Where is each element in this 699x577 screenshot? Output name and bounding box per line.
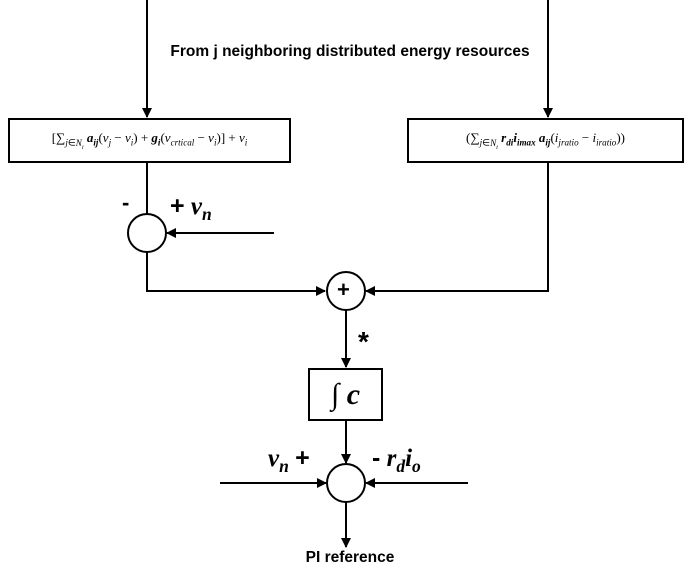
right-block-formula: (∑j∈Ni rdiiimax aij(ijratio − iiratio)) [466,130,625,151]
left-block-formula: [∑j∈Ni aij(vj − vi) + gi(vcrtical − vi)]… [51,130,248,151]
right-block-to-middle-line [365,163,549,296]
lower-left-vn-label: vn + [268,444,310,476]
upper-summing-junction [127,213,167,253]
integrator-label: ∫ c [330,377,361,411]
output-caption: PI reference [305,549,395,566]
diagram-title: From j neighboring distributed energy re… [170,43,530,60]
left-consensus-block: [∑j∈Ni aij(vj − vi) + gi(vcrtical − vi)]… [8,118,291,163]
right-current-sharing-block: (∑j∈Ni rdiiimax aij(ijratio − iiratio)) [407,118,684,163]
lower-summing-junction [326,463,366,503]
integrator-block: ∫ c [308,368,383,421]
upper-sum-minus-sign: - [122,190,130,215]
lower-right-rdio-label: - rdio [372,444,421,476]
upper-sum-to-middle-line [146,252,326,296]
star-mark: * [358,326,369,357]
middle-sum-plus-sign: + [337,277,350,302]
upper-sum-vn-label: + vn [170,192,212,224]
